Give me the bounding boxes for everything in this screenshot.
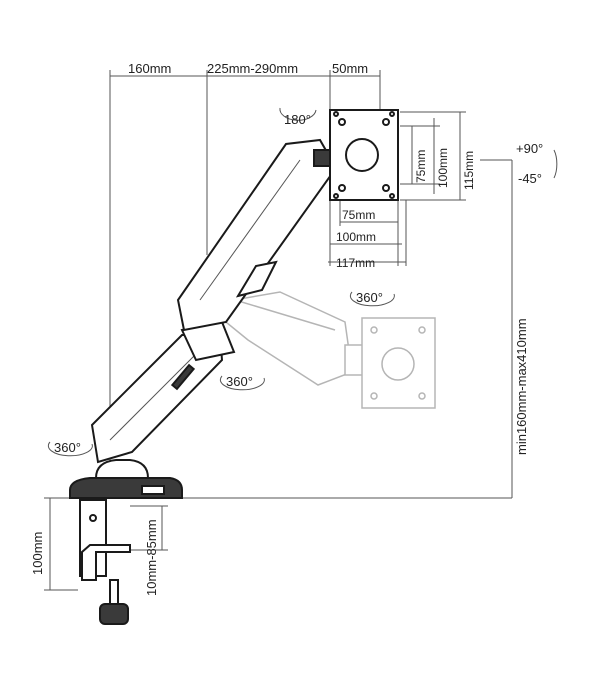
- clamp-knob: [99, 603, 129, 625]
- vesa-hole: [382, 184, 390, 192]
- reach-label-1: 160mm: [128, 61, 171, 76]
- ghost-plate-hole: [418, 392, 426, 400]
- tilt-arc-icon: [553, 149, 558, 179]
- ghost-plate-hole: [418, 326, 426, 334]
- tilt-up-label: +90°: [516, 141, 543, 156]
- ghost-rotation-label: 360°: [356, 290, 383, 305]
- vesa-hole: [333, 111, 339, 117]
- ghost-plate-hole: [370, 326, 378, 334]
- vesa-hole: [333, 193, 339, 199]
- vesa-large-width-label: 100mm: [336, 230, 376, 244]
- elbow-rotation-arc-icon: [219, 375, 265, 391]
- height-range-label: min160mm-max410mm: [514, 318, 529, 455]
- lower-arm-slot: [170, 363, 196, 391]
- vesa-hole: [389, 111, 395, 117]
- gas-spring-cover: [235, 260, 278, 298]
- upper-arm: [176, 138, 338, 332]
- vesa-hole: [389, 193, 395, 199]
- base-port: [141, 485, 165, 495]
- base-rotation-arc-icon: [47, 441, 93, 457]
- plate-height-label: 115mm: [462, 151, 476, 190]
- elbow-rotation-label: 360°: [226, 374, 253, 389]
- ghost-arm-seam: [234, 299, 336, 331]
- reach-label-3: 50mm: [332, 61, 368, 76]
- vesa-hole: [382, 118, 390, 126]
- vesa-plate-hub: [345, 138, 379, 172]
- desk-base: [69, 477, 183, 499]
- base-rotation-label: 360°: [54, 440, 81, 455]
- ghost-arm-position: [203, 291, 436, 409]
- monitor-arm: [69, 109, 399, 625]
- clamp-screw: [89, 514, 97, 522]
- vesa-small-width-label: 75mm: [342, 208, 375, 222]
- vesa-hole: [338, 184, 346, 192]
- vesa-small-height-label: 75mm: [414, 150, 428, 183]
- vesa-large-height-label: 100mm: [436, 148, 450, 188]
- vesa-hole: [338, 118, 346, 126]
- plate-rotation-arc-icon: [279, 107, 317, 121]
- rotation-labels: 180° +90° -45° 360° 360° 360°: [54, 112, 543, 455]
- tilt-down-label: -45°: [518, 171, 542, 186]
- clamp-height-label: 100mm: [30, 532, 45, 575]
- clamp-jaw: [81, 544, 131, 581]
- pole-base: [94, 459, 150, 479]
- ghost-rotation-arc-icon: [349, 291, 395, 307]
- desk-thickness-label: 10mm-85mm: [144, 519, 159, 596]
- upper-arm-seam: [199, 159, 301, 301]
- ghost-plate-hub: [381, 347, 415, 381]
- rotation-arrows: [47, 107, 558, 457]
- ghost-plate-hole: [370, 392, 378, 400]
- dimension-labels: 160mm 225mm-290mm 50mm 75mm 100mm 117mm …: [30, 61, 529, 596]
- reach-label-2: 225mm-290mm: [207, 61, 298, 76]
- plate-rotation-label: 180°: [284, 112, 311, 127]
- plate-width-label: 117mm: [336, 256, 375, 270]
- dimension-lines: [44, 70, 513, 591]
- lower-arm-seam: [109, 351, 199, 441]
